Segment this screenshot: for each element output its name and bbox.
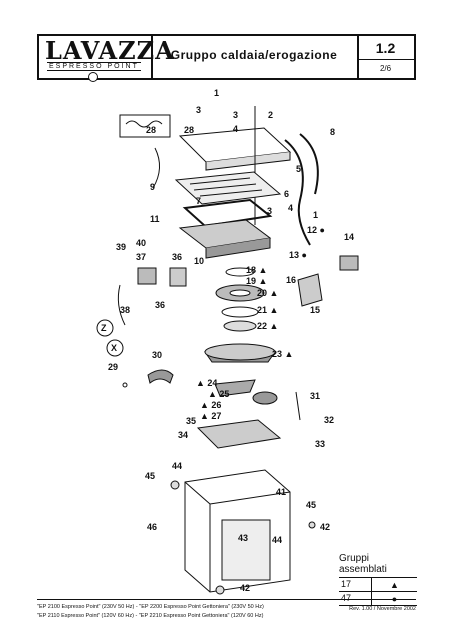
callout-24: ▲ 24	[196, 378, 217, 388]
callout-2: 2	[268, 110, 273, 120]
callout-44: 44	[172, 461, 182, 471]
callout-5: 5	[296, 164, 301, 174]
callout-18: 18 ▲	[246, 265, 267, 275]
callout-z: Z	[101, 323, 107, 333]
assembly-legend: Gruppi assemblati 17 ▲ 47 ●	[339, 553, 417, 606]
callout-23: 23 ▲	[272, 349, 293, 359]
callout-32: 32	[324, 415, 334, 425]
callout-16: 16	[286, 275, 296, 285]
callout-x: X	[111, 343, 117, 353]
callout-13: 13 ●	[289, 250, 307, 260]
callout-3: 3	[267, 206, 272, 216]
logo-text: LAVAZZA	[45, 36, 175, 65]
callout-11: 11	[150, 214, 160, 224]
callout-20: 20 ▲	[257, 288, 278, 298]
callout-21: 21 ▲	[257, 305, 278, 315]
callout-27: ▲ 27	[200, 411, 221, 421]
section-number: 1.2	[375, 40, 396, 56]
legend-row: 17 ▲	[339, 577, 417, 592]
callout-1: 1	[214, 88, 219, 98]
logo: LAVAZZA ESPRESSO POINT	[39, 36, 174, 82]
triangle-icon: ▲	[390, 579, 399, 590]
callout-22: 22 ▲	[257, 321, 278, 331]
callout-42: 42	[320, 522, 330, 532]
logo-mark-icon	[88, 72, 98, 82]
callout-44: 44	[272, 535, 282, 545]
callout-41: 41	[276, 487, 286, 497]
callout-28: 28	[184, 125, 194, 135]
callout-42: 42	[240, 583, 250, 593]
legend-row: 47 ●	[339, 592, 417, 606]
page-number: 2/6	[379, 64, 392, 73]
callout-12: 12 ●	[307, 225, 325, 235]
callout-46: 46	[147, 522, 157, 532]
inset-box	[119, 114, 171, 138]
callout-15: 15	[310, 305, 320, 315]
callout-4: 4	[233, 124, 238, 134]
base-plate	[196, 419, 282, 449]
callout-29: 29	[108, 362, 118, 372]
callout-34: 34	[178, 430, 188, 440]
callout-10: 10	[194, 256, 204, 266]
callout-6: 6	[284, 189, 289, 199]
callout-36: 36	[155, 300, 165, 310]
section-cell: 1.2 2/6	[357, 36, 414, 78]
footer-line: "EP 2100 Espresso Point" (230V 50 Hz) - …	[37, 604, 264, 610]
callout-36: 36	[172, 252, 182, 262]
callout-25: ▲ 25	[208, 389, 229, 399]
callout-45: 45	[145, 471, 155, 481]
footer-line: "EP 2110 Espresso Point" (120V 60 Hz) - …	[37, 613, 264, 619]
callout-7: 7	[196, 196, 201, 206]
legend-number: 47	[339, 592, 372, 605]
header: LAVAZZA ESPRESSO POINT Gruppo caldaia/er…	[37, 34, 416, 82]
boiler-plate	[174, 171, 282, 205]
callout-9: 9	[150, 182, 155, 192]
callout-43: 43	[238, 533, 248, 543]
page-title: Gruppo caldaia/erogazione	[170, 48, 338, 62]
callout-37: 37	[136, 252, 146, 262]
callout-38: 38	[120, 305, 130, 315]
callout-31: 31	[310, 391, 320, 401]
logo-subtitle: ESPRESSO POINT	[47, 62, 141, 71]
callout-19: 19 ▲	[246, 276, 267, 286]
callout-8: 8	[330, 127, 335, 137]
legend-number: 17	[339, 578, 372, 591]
dot-icon: ●	[391, 593, 398, 604]
legend-title: Gruppi assemblati	[339, 553, 387, 575]
callout-45: 45	[306, 500, 316, 510]
callout-14: 14	[344, 232, 354, 242]
callout-3: 3	[233, 110, 238, 120]
callout-26: ▲ 26	[200, 400, 221, 410]
title-cell: Gruppo caldaia/erogazione	[151, 36, 359, 78]
callout-33: 33	[315, 439, 325, 449]
callout-4: 4	[288, 203, 293, 213]
callout-40: 40	[136, 238, 146, 248]
footer-models: "EP 2100 Espresso Point" (230V 50 Hz) - …	[37, 603, 264, 621]
callout-28: 28	[146, 125, 156, 135]
footer-divider	[37, 599, 416, 600]
footer-revision: Rev. 1.00 / Novembre 2002	[349, 606, 416, 612]
callout-1: 1	[313, 210, 318, 220]
callout-35: 35	[186, 416, 196, 426]
callout-30: 30	[152, 350, 162, 360]
callout-3: 3	[196, 105, 201, 115]
callout-39: 39	[116, 242, 126, 252]
